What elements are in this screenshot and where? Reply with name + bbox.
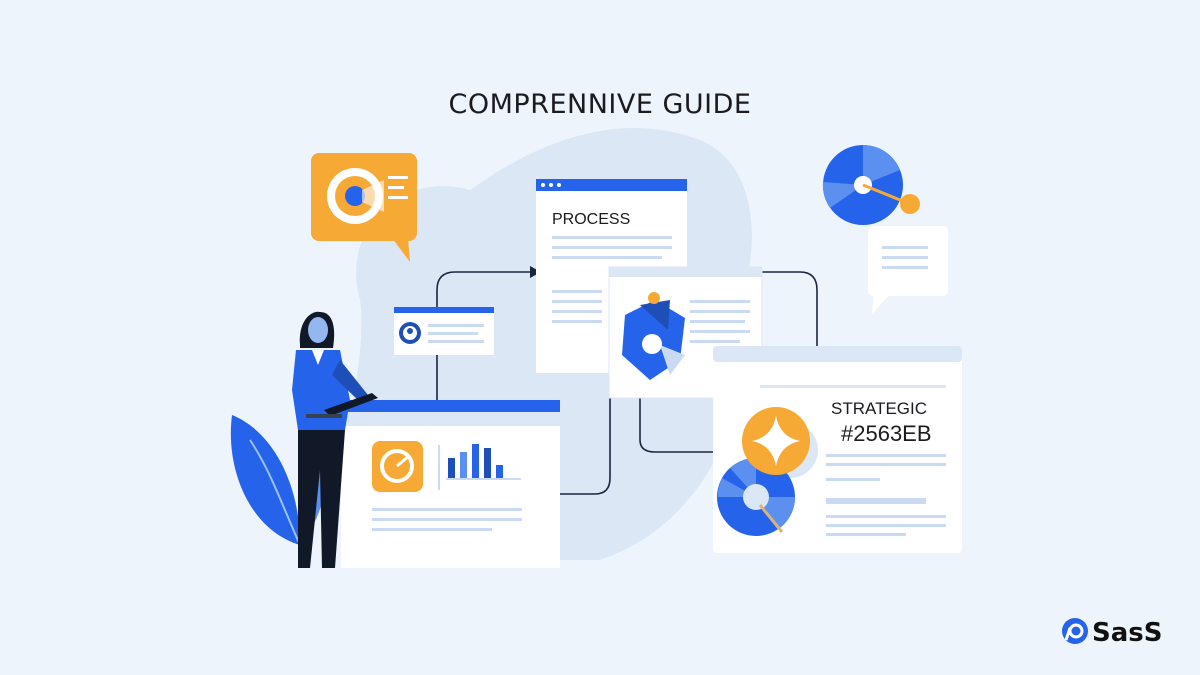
- brand-name: SasS: [1092, 618, 1162, 648]
- analysis-window: [608, 266, 763, 399]
- puzzle-graphic-icon: [622, 292, 685, 380]
- arrow-head-icon: [530, 266, 541, 278]
- gear-icon: [327, 168, 384, 224]
- profile-card: [394, 307, 494, 355]
- user-avatar-icon: [399, 322, 421, 344]
- progress-ring-icon: [372, 441, 423, 492]
- chat-bubble: [868, 226, 948, 314]
- bar-chart-icon: [446, 444, 521, 480]
- gear-speech-bubble: [311, 153, 417, 262]
- laptop-icon: [306, 393, 378, 418]
- flow-connectors: [436, 271, 818, 495]
- process-heading: PROCESS: [552, 211, 630, 228]
- strategic-heading: STRATEGIC: [831, 399, 927, 418]
- brand-swirl-icon: [1062, 618, 1088, 644]
- dashboard-window: [341, 400, 560, 568]
- pie-chart-icon: [822, 145, 920, 225]
- page-title: COMPRENNIVE GUIDE: [449, 89, 752, 120]
- star-icon: [742, 407, 810, 475]
- brand-logo: SasS: [1062, 618, 1162, 648]
- strategic-subheading: #2563EB: [841, 421, 932, 446]
- strategic-window: STRATEGIC #2563EB: [713, 346, 962, 553]
- donut-chart-icon: [717, 458, 796, 536]
- person-with-laptop: [292, 311, 378, 568]
